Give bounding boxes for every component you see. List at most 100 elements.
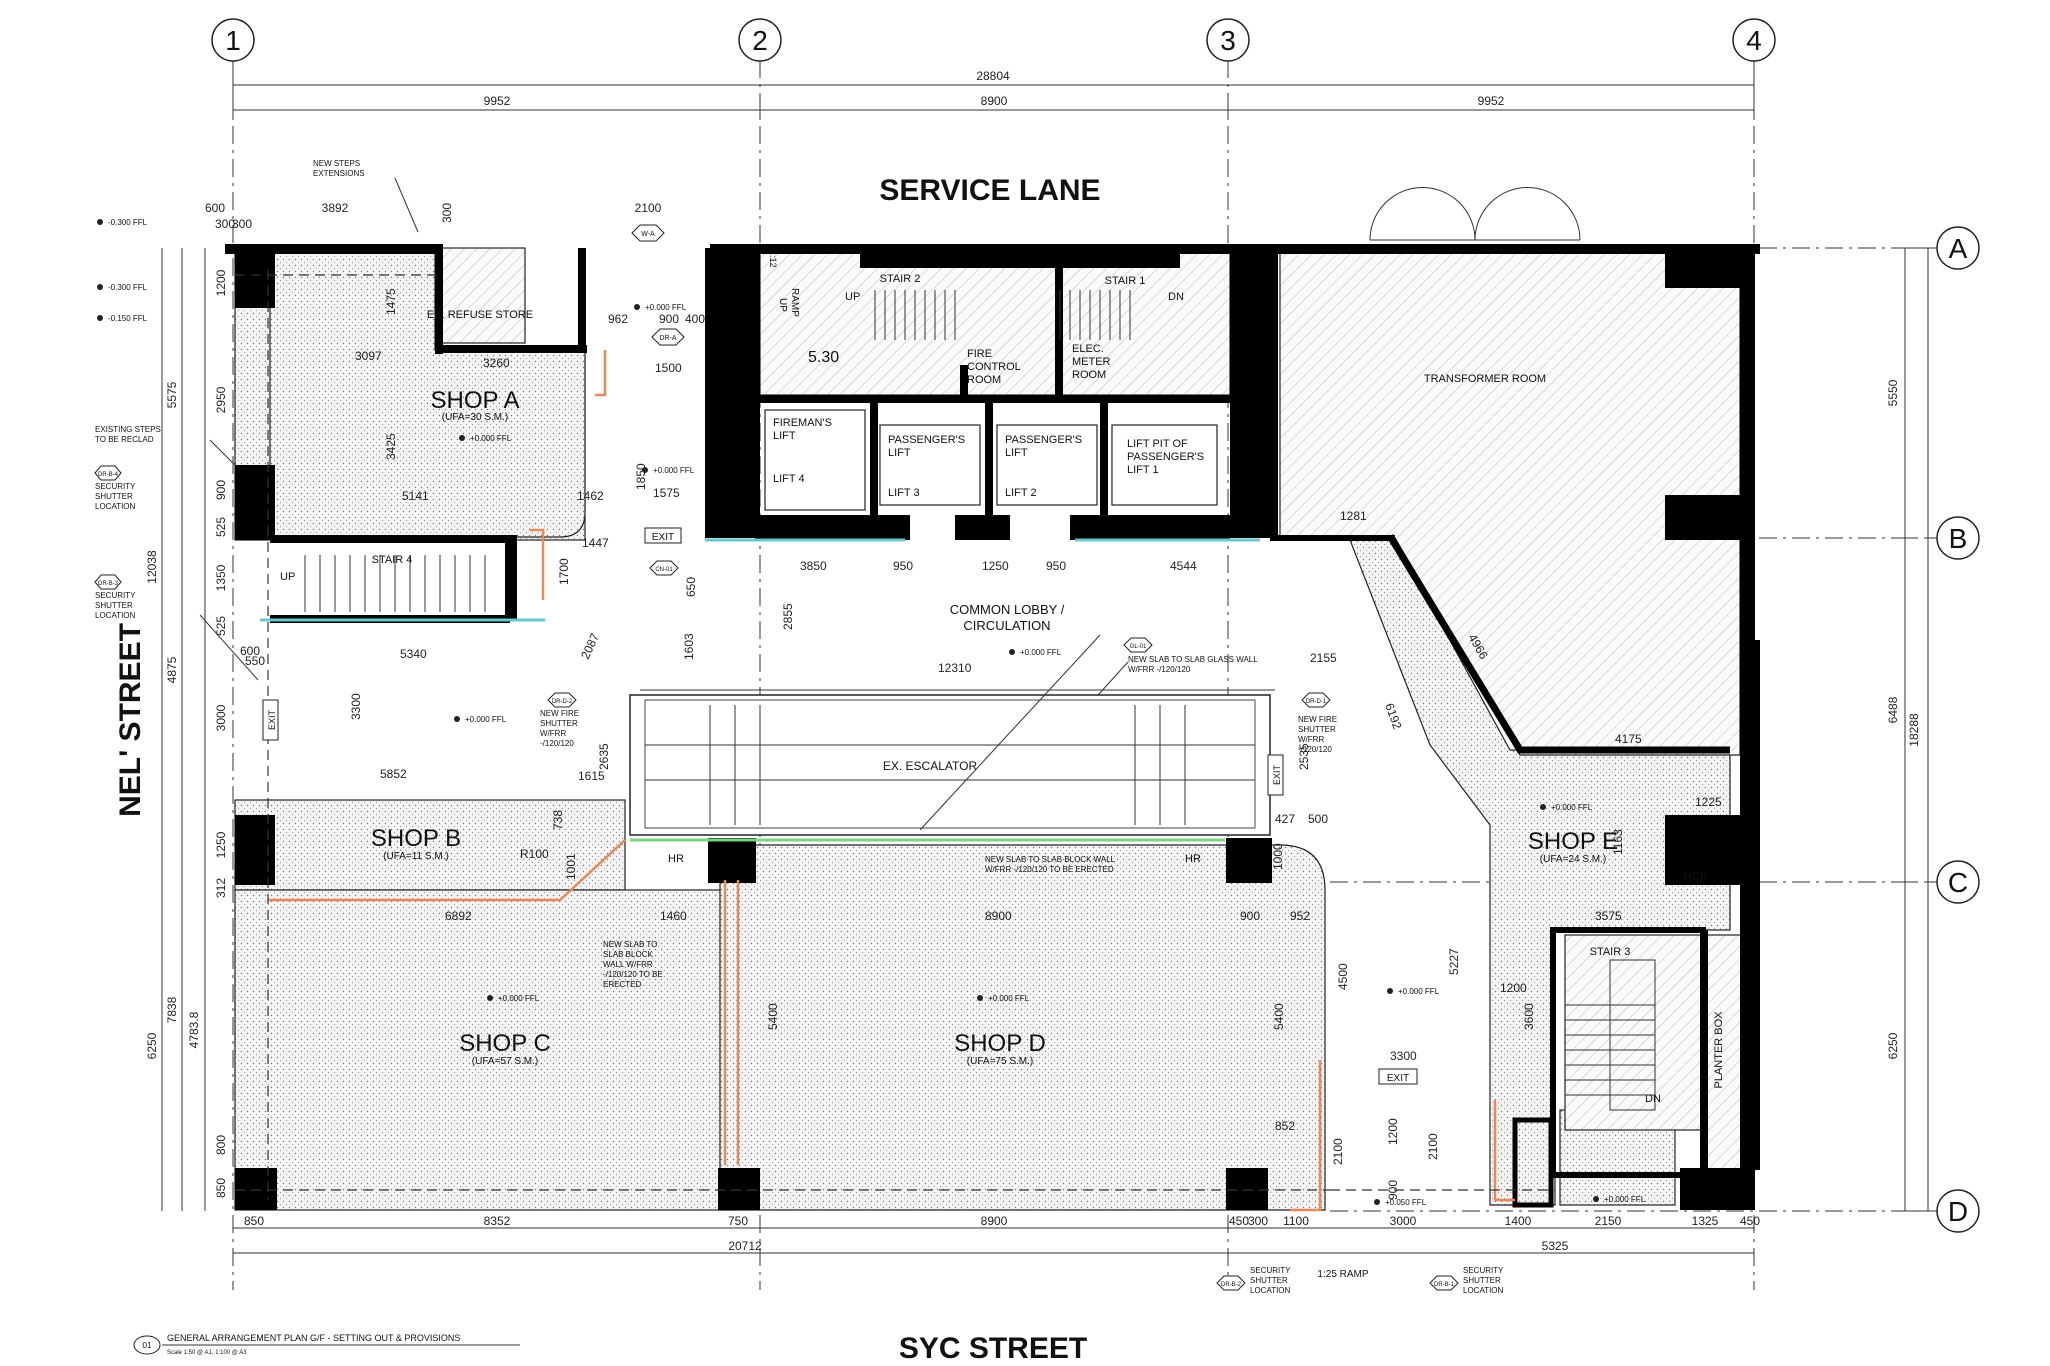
svg-text:-0.300 FFL: -0.300 FFL [108, 283, 148, 292]
svg-text:525: 525 [214, 616, 228, 636]
svg-text:FIRE: FIRE [967, 348, 992, 360]
svg-text:4875: 4875 [165, 656, 179, 683]
svg-text:2635: 2635 [597, 743, 611, 770]
svg-text:2100: 2100 [1426, 1133, 1440, 1160]
svg-text:3600: 3600 [1522, 1003, 1536, 1030]
svg-text:ELEC.: ELEC. [1072, 343, 1104, 355]
svg-text:+0.000 FFL: +0.000 FFL [1604, 1195, 1646, 1204]
svg-text:5550: 5550 [1886, 379, 1900, 406]
bottom-dimensions: 20712 5325 850 8352 750 8900 450 300 110… [233, 1214, 1760, 1254]
svg-text:EXIT: EXIT [1272, 765, 1282, 786]
svg-text:-0.150 FFL: -0.150 FFL [108, 314, 148, 323]
inner-dimensions: 3097 3260 1475 3425 5141 1462 1447 5340 … [349, 288, 1722, 1200]
svg-text:12310: 12310 [938, 661, 972, 675]
svg-text:750: 750 [728, 1214, 748, 1228]
svg-text:NEW SLAB TO: NEW SLAB TO [603, 940, 657, 949]
svg-text:SECURITY: SECURITY [1463, 1266, 1504, 1275]
exit-sign-1: EXIT [644, 527, 682, 544]
svg-text:20712: 20712 [728, 1239, 762, 1253]
svg-text:GL-01: GL-01 [1130, 644, 1147, 650]
svg-text:1: 1 [225, 25, 241, 56]
walls [225, 244, 1760, 1210]
svg-text:18288: 18288 [1907, 713, 1921, 747]
svg-text:LOCATION: LOCATION [1463, 1286, 1504, 1295]
exit-sign-2: EXIT [1378, 1068, 1418, 1085]
svg-text:5.30: 5.30 [808, 349, 839, 366]
svg-text:2100: 2100 [1331, 1138, 1345, 1165]
svg-text:DR-B-1: DR-B-1 [1434, 1282, 1455, 1288]
svg-text:W/FRR: W/FRR [1298, 735, 1324, 744]
svg-text:1400: 1400 [1505, 1214, 1532, 1228]
grid-bubble-1: 1 [211, 18, 255, 62]
tag-drd1: DR-D-1 [1301, 692, 1331, 708]
svg-text:FIREMAN'S: FIREMAN'S [773, 417, 832, 429]
svg-text:+0.050 FFL: +0.050 FFL [1385, 1198, 1427, 1207]
svg-text:(UFA=24 S.M.): (UFA=24 S.M.) [1540, 854, 1606, 865]
svg-text:HR: HR [668, 853, 684, 865]
svg-text:900: 900 [1386, 1180, 1400, 1200]
svg-text:400: 400 [685, 312, 705, 326]
svg-text:1325: 1325 [1692, 1214, 1719, 1228]
svg-text:9952: 9952 [1478, 94, 1505, 108]
level-markers: -0.300 FFL -0.300 FFL -0.150 FFL +0.000 … [97, 218, 1646, 1207]
svg-text:PASSENGER'S: PASSENGER'S [1005, 434, 1082, 446]
svg-text:SHOP A: SHOP A [431, 387, 520, 414]
svg-text:+0.000 FFL: +0.000 FFL [498, 994, 540, 1003]
svg-text:1462: 1462 [577, 489, 604, 503]
svg-text:CIRCULATION: CIRCULATION [963, 618, 1050, 633]
svg-text:EX. ESCALATOR: EX. ESCALATOR [883, 759, 978, 773]
svg-text:1475: 1475 [384, 288, 398, 315]
svg-text:1200: 1200 [1386, 1118, 1400, 1145]
svg-text:SHUTTER: SHUTTER [95, 601, 133, 610]
svg-text:8900: 8900 [981, 94, 1008, 108]
svg-text:NEW FIRE: NEW FIRE [1298, 715, 1337, 724]
svg-text:UP: UP [280, 571, 295, 583]
svg-text:4783.8: 4783.8 [187, 1011, 201, 1048]
svg-text:(UFA=57 S.M.): (UFA=57 S.M.) [472, 1056, 538, 1067]
svg-text:5141: 5141 [402, 489, 429, 503]
svg-text:SHUTTER: SHUTTER [1298, 725, 1336, 734]
street-syc: SYC STREET [899, 1332, 1087, 1365]
svg-text:DR-D-2: DR-D-2 [552, 699, 573, 705]
svg-text:300: 300 [232, 217, 252, 231]
svg-text:1281: 1281 [1340, 509, 1367, 523]
svg-text:3425: 3425 [384, 433, 398, 460]
tag-wa: W-A [631, 224, 665, 242]
svg-text:7838: 7838 [165, 996, 179, 1023]
new-wall-lines [260, 350, 1515, 1212]
shop-b-label: SHOP B (UFA=11 S.M.) [371, 825, 461, 862]
svg-text:LIFT: LIFT [888, 447, 911, 459]
svg-text:EXIT: EXIT [652, 532, 674, 543]
street-service-lane: SERVICE LANE [879, 174, 1100, 207]
svg-text:SHUTTER: SHUTTER [1463, 1276, 1501, 1285]
svg-text:SECURITY: SECURITY [95, 482, 136, 491]
svg-text:D: D [1948, 1196, 1968, 1227]
svg-text:312: 312 [214, 878, 228, 898]
svg-text:1163: 1163 [1611, 829, 1625, 855]
grid-bubble-2: 2 [738, 18, 782, 62]
svg-text:NEW STEPS: NEW STEPS [313, 159, 360, 168]
svg-text:R100: R100 [520, 847, 549, 861]
svg-text:RAMP: RAMP [789, 288, 800, 317]
svg-text:DR-D-1: DR-D-1 [1306, 699, 1327, 705]
svg-text:6250: 6250 [145, 1032, 159, 1059]
stair-treads [304, 290, 1656, 1111]
svg-text:+0.000 FFL: +0.000 FFL [1551, 803, 1593, 812]
svg-text:900: 900 [214, 480, 228, 500]
svg-text:ROOM: ROOM [967, 374, 1001, 386]
door-swing-1 [1369, 187, 1476, 241]
svg-text:800: 800 [214, 1135, 228, 1155]
svg-text:852: 852 [1275, 1119, 1295, 1133]
svg-text:300: 300 [1248, 1214, 1268, 1228]
svg-text:1:12: 1:12 [768, 250, 778, 268]
svg-text:DN: DN [1168, 291, 1184, 303]
svg-text:B: B [1949, 523, 1968, 554]
svg-text:DR-B-4: DR-B-4 [98, 472, 119, 478]
svg-text:2150: 2150 [1595, 1214, 1622, 1228]
svg-text:3300: 3300 [349, 693, 363, 720]
svg-text:WALL W/FRR: WALL W/FRR [603, 960, 653, 969]
svg-text:SECURITY: SECURITY [95, 591, 136, 600]
svg-text:LIFT 1: LIFT 1 [1127, 464, 1159, 476]
svg-text:DN: DN [1645, 1093, 1661, 1105]
svg-text:450: 450 [1740, 1214, 1760, 1228]
